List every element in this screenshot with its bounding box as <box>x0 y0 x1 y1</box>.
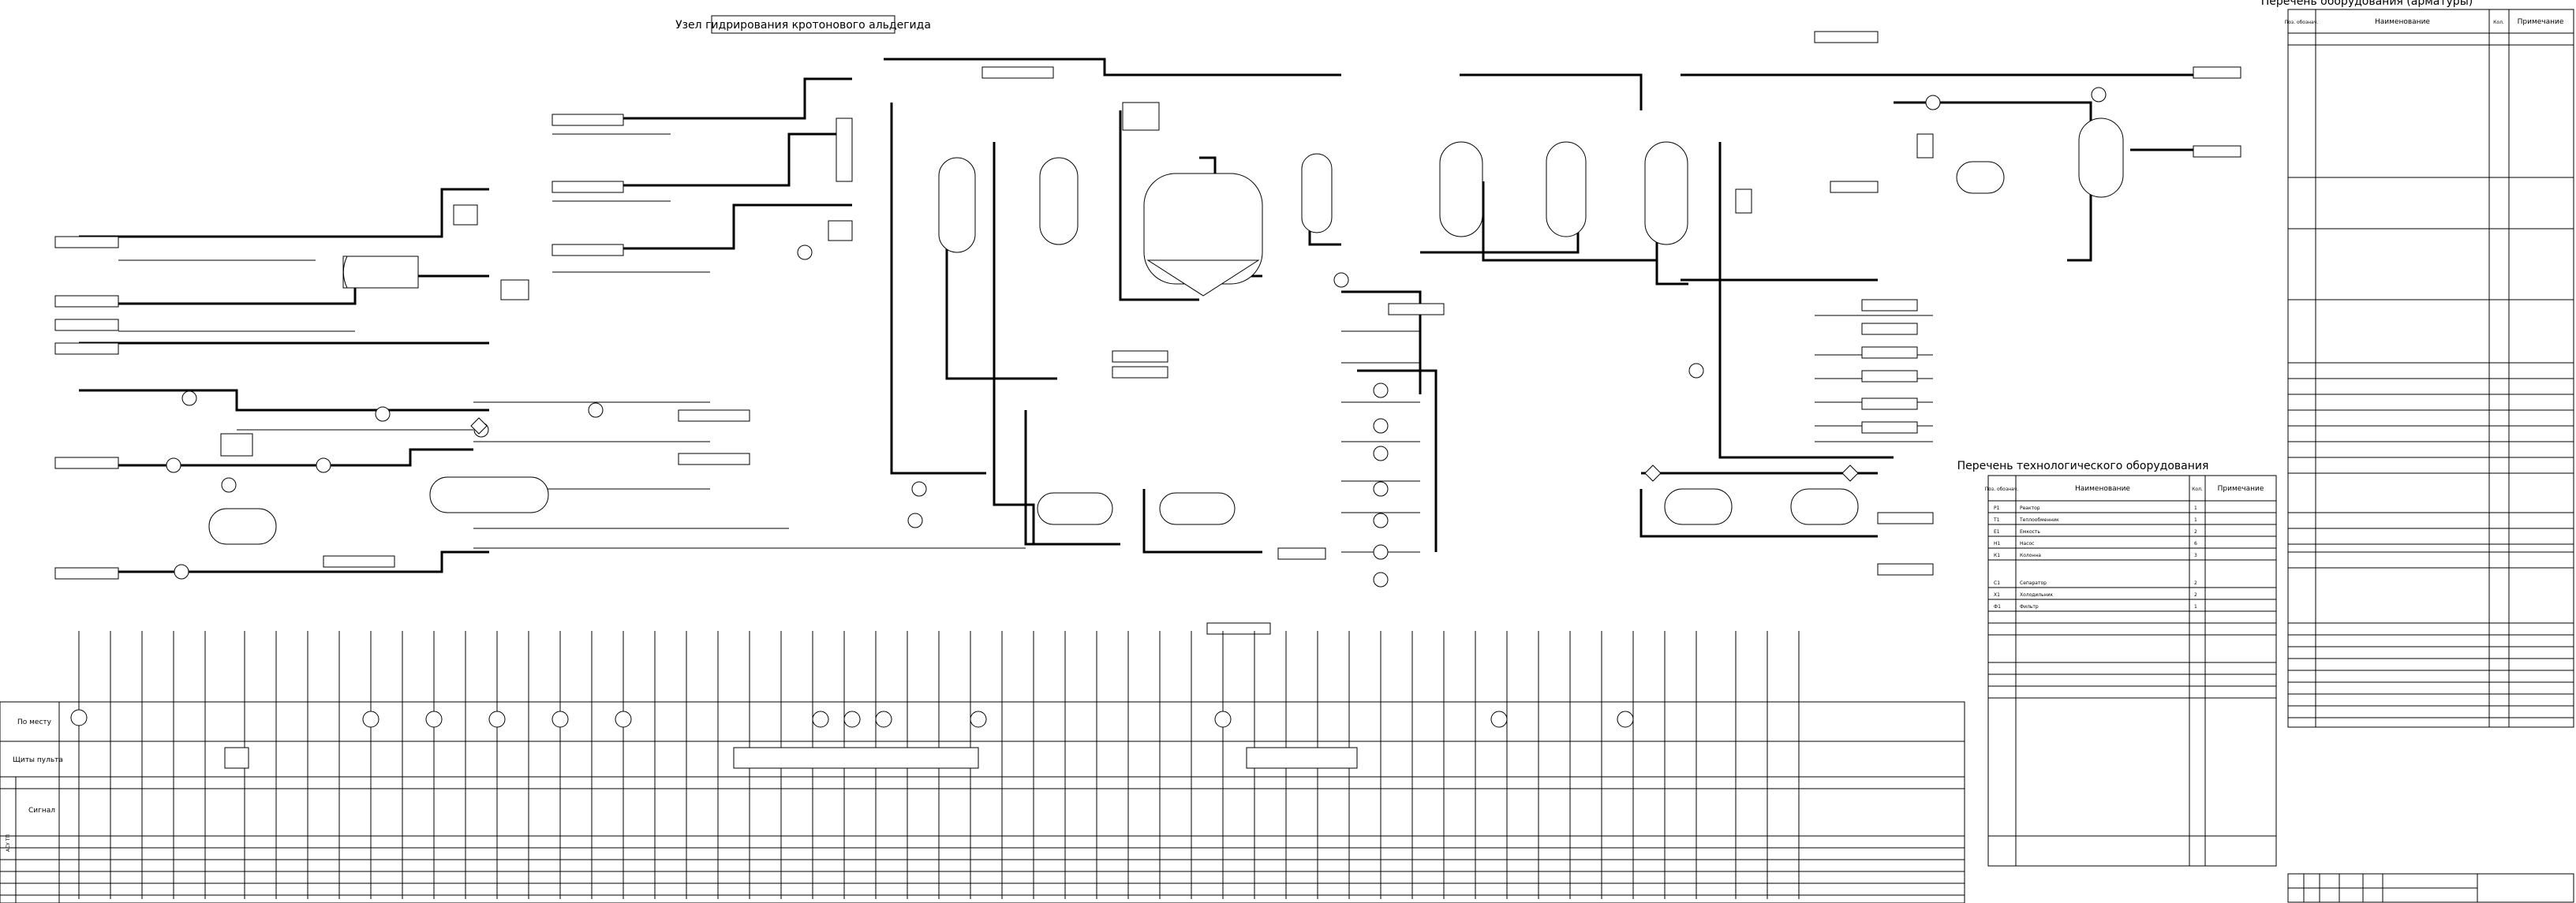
diagram-title: Узел гидрирования кротонового альдегида <box>675 19 931 32</box>
svg-text:Поз. обознач.: Поз. обознач. <box>1985 487 2019 492</box>
column-k1 <box>938 157 976 253</box>
process-pipes <box>79 58 2209 573</box>
svg-text:Примечание: Примечание <box>2518 18 2564 26</box>
vessel-e4 <box>1159 492 1236 525</box>
vessel-e2 <box>208 508 277 545</box>
svg-text:Р1: Р1 <box>1994 506 2000 511</box>
svg-text:Кол.: Кол. <box>2192 487 2203 492</box>
column-k2 <box>1039 157 1079 245</box>
svg-text:2: 2 <box>2194 580 2197 586</box>
svg-text:Ф1: Ф1 <box>1994 604 2001 610</box>
svg-text:Н1: Н1 <box>1994 541 2001 547</box>
tank-4 <box>828 220 853 241</box>
svg-text:Холодильник: Холодильник <box>2020 592 2054 598</box>
vessel-e6 <box>1790 488 1859 525</box>
column-k7 <box>2078 118 2124 198</box>
control-panel: По месту Щиты пульта Сигнал АСУ ТП <box>0 701 1965 903</box>
column-k4 <box>1439 141 1483 237</box>
vessel-e5 <box>1664 488 1733 525</box>
title-block <box>2287 873 2574 903</box>
tank-5 <box>1122 102 1160 131</box>
svg-text:Насос: Насос <box>2020 541 2034 547</box>
svg-text:Реактор: Реактор <box>2020 506 2040 511</box>
tank-3 <box>500 279 529 300</box>
svg-text:1: 1 <box>2194 517 2197 523</box>
svg-text:1: 1 <box>2194 506 2197 511</box>
svg-text:Емкость: Емкость <box>2020 529 2040 535</box>
vessel-e7 <box>1956 161 2005 194</box>
side-label: АСУ ТП <box>6 834 11 852</box>
spec-table: Перечень оборудования (арматуры) Поз. об… <box>2261 0 2574 728</box>
svg-text:2: 2 <box>2194 529 2197 535</box>
svg-text:Кол.: Кол. <box>2493 20 2504 25</box>
tank-7 <box>1916 133 1934 159</box>
instrument-loops <box>70 631 1800 899</box>
tank-6 <box>1735 188 1752 214</box>
svg-text:К1: К1 <box>1994 553 2000 558</box>
svg-text:Сепаратор: Сепаратор <box>2020 580 2047 586</box>
column-k3 <box>1301 153 1333 233</box>
svg-text:Колонна: Колонна <box>2020 553 2041 558</box>
vessel-e1 <box>429 476 549 513</box>
svg-text:Наименование: Наименование <box>2075 485 2130 493</box>
column-k6 <box>1644 141 1688 245</box>
svg-text:Теплообменник: Теплообменник <box>2019 517 2059 523</box>
svg-text:Поз. обознач.: Поз. обознач. <box>2285 20 2319 25</box>
column-k5 <box>1546 141 1587 237</box>
svg-text:3: 3 <box>2194 553 2197 558</box>
tank-1 <box>220 433 253 457</box>
svg-text:Фильтр: Фильтр <box>2020 604 2039 610</box>
stream-tags <box>54 31 2241 635</box>
svg-text:2: 2 <box>2194 592 2197 598</box>
svg-text:С1: С1 <box>1994 580 2000 586</box>
vessel-e3 <box>1037 492 1113 525</box>
tank-2 <box>453 204 478 226</box>
svg-text:1: 1 <box>2194 604 2197 610</box>
svg-text:Примечание: Примечание <box>2218 485 2264 493</box>
svg-text:Т1: Т1 <box>1993 517 2000 523</box>
svg-text:Е1: Е1 <box>1994 529 2000 535</box>
svg-text:Наименование: Наименование <box>2375 18 2430 26</box>
svg-text:6: 6 <box>2194 541 2197 547</box>
row-label-signal: Сигнал <box>28 807 55 815</box>
reactor-cone <box>1146 259 1260 297</box>
cyclone <box>836 118 853 182</box>
diagram-title-frame <box>711 15 895 34</box>
heat-exchanger <box>342 256 419 289</box>
row-label-panel: Щиты пульта <box>13 756 63 764</box>
equipment-list-table: Перечень технологического оборудования П… <box>1957 460 2277 867</box>
row-label-local: По месту <box>17 718 52 726</box>
svg-text:Х1: Х1 <box>1994 592 2000 598</box>
spec-title: Перечень оборудования (арматуры) <box>2261 0 2473 8</box>
equipment <box>166 87 2124 588</box>
equipment-list-title: Перечень технологического оборудования <box>1957 460 2209 472</box>
